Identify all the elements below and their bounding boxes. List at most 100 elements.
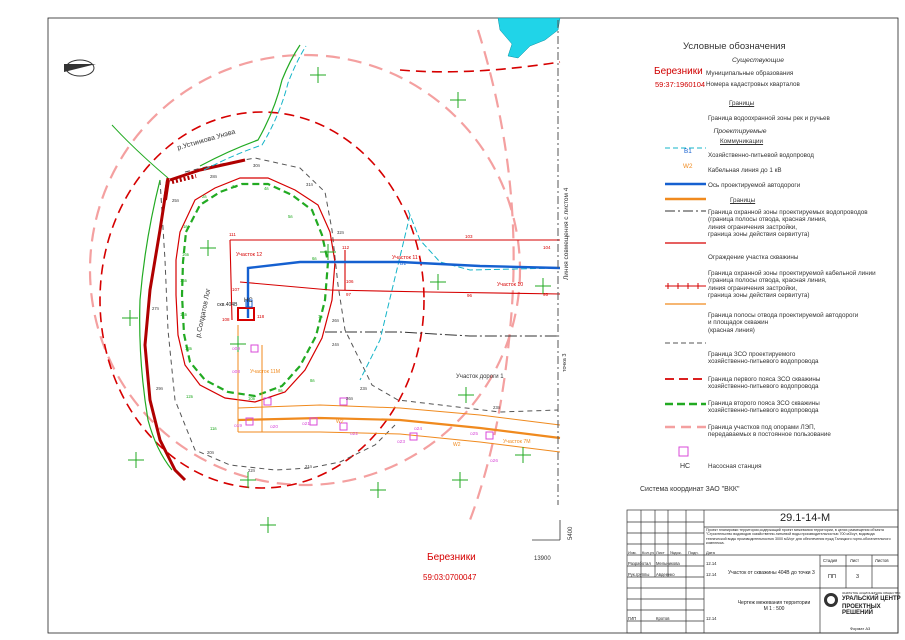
- legend-fence: Ограждение участка скважины: [708, 254, 799, 261]
- sheet-title: Участок от скважины 404В до точки 3: [728, 570, 815, 576]
- legend-cable-zone: Граница охранной зоны проектируемой кабе…: [708, 270, 876, 300]
- legend-existing: Существующие: [732, 57, 784, 64]
- svg-text:13в: 13в: [185, 346, 193, 351]
- legend-zso: Граница ЗСО проектируемого хозяйственно-…: [708, 351, 819, 366]
- water-zone-diagonal: [407, 209, 561, 271]
- water-zone-diagonal-2: [359, 214, 411, 381]
- svg-text:о25: о25: [470, 431, 478, 437]
- parcel-12: Участок 12: [236, 252, 262, 258]
- legend-road-strip: Граница полосы отвода проектируемой авто…: [708, 312, 859, 334]
- river-bank-top: [169, 158, 246, 182]
- svg-text:26п: 26п: [332, 318, 339, 323]
- svg-text:27п: 27п: [152, 306, 159, 311]
- project-description: Проект планировки территории,содержащий …: [706, 528, 891, 545]
- sheet-header: Лист: [850, 558, 860, 563]
- dev-name: Мельникова: [656, 561, 680, 566]
- cable-zone-bottom: [238, 431, 561, 453]
- svg-text:15в: 15в: [180, 278, 188, 283]
- svg-text:11в: 11в: [210, 426, 217, 431]
- zso1-boundary: [180, 182, 330, 398]
- svg-text:16в: 16в: [182, 252, 190, 257]
- line-code-w2-a: W2: [336, 419, 344, 425]
- sheets-header: Листов: [875, 558, 889, 563]
- col-kol: Кол.уч: [642, 550, 654, 555]
- legend-borough-sample: Березники: [654, 66, 703, 77]
- legend-cable-code: W2: [683, 163, 693, 170]
- dev-date: 12.14: [706, 561, 717, 566]
- legend-zso2: Граница второго пояса ЗСО скважины хозяй…: [708, 400, 820, 415]
- parcel-7m: Участок 7М: [503, 439, 531, 445]
- svg-text:6в: 6в: [312, 256, 317, 261]
- svg-text:о20: о20: [270, 424, 278, 430]
- svg-text:103: 103: [465, 234, 473, 239]
- svg-text:о24: о24: [414, 426, 422, 432]
- sheet-value: 3: [856, 574, 860, 580]
- river-ustinkova: [199, 44, 301, 167]
- svg-text:23п: 23п: [493, 405, 500, 410]
- svg-text:32п: 32п: [337, 230, 344, 235]
- coord-13900: 13900: [534, 556, 551, 562]
- svg-text:22п: 22п: [248, 468, 255, 473]
- dev-role: Разработал: [628, 561, 651, 566]
- svg-text:1в: 1в: [183, 224, 188, 229]
- pump-station-label: НС: [244, 298, 253, 304]
- legend-cable: Кабельная линия до 1 кВ: [708, 167, 782, 174]
- col-doc: №док.: [670, 550, 682, 555]
- legend-zso1: Граница первого пояса ЗСО скважины хозяй…: [708, 376, 821, 391]
- lep-labels: о19 о20 о21 о22 о23 о24 о25 о26 о08 о09: [232, 346, 498, 464]
- coord-5400: 5400: [568, 526, 574, 540]
- stage-value: ПП: [828, 574, 836, 580]
- svg-text:30п: 30п: [253, 163, 260, 168]
- svg-text:96: 96: [467, 293, 473, 298]
- legend-borders-h2: Границы: [730, 197, 756, 204]
- line-code-b1: В1: [400, 261, 406, 267]
- legend-water-pipe-code: В1: [684, 148, 692, 155]
- river-soldatov: [139, 179, 173, 471]
- water-pipe-b1: [246, 260, 561, 318]
- svg-text:28п: 28п: [210, 174, 217, 179]
- sheet-format: Формат А3: [850, 626, 871, 631]
- svg-text:118: 118: [257, 314, 265, 319]
- svg-text:3в: 3в: [232, 184, 237, 189]
- road-axis: [325, 331, 560, 337]
- legend-ns: Насосная станция: [708, 463, 762, 470]
- svg-text:21п: 21п: [305, 464, 312, 469]
- svg-text:о09: о09: [232, 346, 240, 352]
- coord-tick: [532, 520, 561, 541]
- well-protection-polygon: [175, 177, 336, 403]
- svg-text:31п: 31п: [306, 182, 313, 187]
- svg-text:14в: 14в: [180, 312, 188, 317]
- point3-label: точка 3: [562, 354, 568, 372]
- legend-quarter-sample: 59:37:1960104: [655, 80, 706, 89]
- legend-title: Условные обозначения: [683, 41, 786, 52]
- svg-text:о26: о26: [490, 458, 498, 464]
- svg-text:97: 97: [346, 292, 352, 297]
- drawing-name: Чертеж межевания территории М 1 : 500: [737, 600, 811, 612]
- legend-borough-desc: Муниципальные образования: [706, 70, 794, 77]
- head-name: Авдеенко: [656, 572, 675, 577]
- legend-ns-code: НС: [680, 463, 691, 470]
- legend-planned: Проектируемые: [713, 128, 767, 135]
- svg-text:12в: 12в: [186, 394, 194, 399]
- stage-header: Стадия: [823, 558, 838, 563]
- well-site: [237, 307, 255, 321]
- fence-corner: [163, 179, 170, 201]
- pump-station-marker: [245, 299, 253, 308]
- lep-boxes: [245, 344, 494, 441]
- point-labels: 111 112 103 104 107 96 95 106 97 108 118: [222, 232, 551, 322]
- company-logo-icon: [824, 593, 838, 607]
- zso2-boundary: [88, 53, 522, 487]
- svg-text:20п: 20п: [207, 450, 214, 455]
- cable-zone-vertical: [237, 325, 263, 432]
- col-date: Дата: [706, 550, 715, 555]
- legend-samples: [665, 147, 706, 457]
- zso2-boundary-right: [468, 29, 515, 521]
- road-strip: [184, 157, 559, 413]
- col-list: Лист: [656, 550, 665, 555]
- gip-name: Кротов: [656, 616, 670, 621]
- org-name-2: ПРОЕКТНЫХ РЕШЕНИЙ: [842, 604, 881, 616]
- svg-text:108: 108: [222, 317, 230, 322]
- svg-text:95: 95: [543, 292, 549, 297]
- legend-lep: Граница участков под опорами ЛЭП, переда…: [708, 424, 831, 439]
- svg-text:112: 112: [342, 245, 350, 250]
